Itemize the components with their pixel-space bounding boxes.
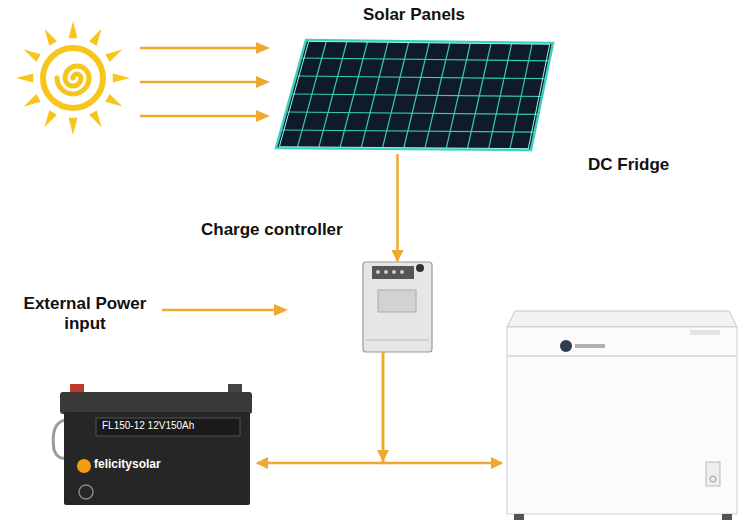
panel-grid-line <box>291 94 542 97</box>
fridge-node: DC Fridge <box>507 310 737 522</box>
arrowhead <box>256 42 270 54</box>
sun-ray <box>89 110 101 127</box>
leader-line <box>162 309 276 312</box>
flow-arrow <box>396 154 399 261</box>
panel-grid-line <box>281 130 535 132</box>
battery-body <box>64 412 250 505</box>
solar-panel-node: Solar Panels <box>272 38 555 152</box>
sun-ray <box>24 50 41 62</box>
lid-seam <box>507 355 737 357</box>
sun-ray <box>45 110 57 127</box>
input-label: External Power input <box>10 294 160 335</box>
sun-icon <box>16 21 130 135</box>
fridge-handle <box>690 330 720 335</box>
sun-ray <box>45 29 57 46</box>
fridge-lid-top <box>507 311 737 327</box>
sun-disk <box>43 48 103 108</box>
arrowhead <box>256 76 270 88</box>
fridge-foot <box>514 514 524 520</box>
solar-panel <box>276 40 553 150</box>
controller-case <box>363 262 432 352</box>
node-heading: Charge controller <box>201 220 343 240</box>
sun-ray <box>16 74 33 83</box>
panel-grid-line <box>301 58 549 61</box>
arrowhead <box>274 304 288 316</box>
sunlight-arrow <box>140 47 258 50</box>
brand-logo <box>77 459 91 473</box>
battery-node: felicitysolar FL150-12 12V150Ah <box>60 390 252 507</box>
sunlight-arrow <box>140 81 258 84</box>
sunlight-arrow <box>140 115 258 118</box>
panel-grid-line <box>296 76 546 79</box>
model-number: FL150-12 12V150Ah <box>102 420 194 432</box>
terminal <box>400 270 404 274</box>
external-power-arrow <box>162 304 288 316</box>
node-heading: DC Fridge <box>588 155 669 175</box>
flow-arrow <box>383 352 502 463</box>
sun-spiral <box>57 66 89 94</box>
sun-ray <box>105 50 122 62</box>
sun-ray <box>69 118 78 135</box>
terminal <box>392 270 396 274</box>
terminal <box>384 270 388 274</box>
fridge-illustration <box>507 311 737 520</box>
sun-ray <box>69 21 78 38</box>
flow-arrow <box>257 352 383 463</box>
brand-logo <box>560 340 572 352</box>
terminal <box>376 270 380 274</box>
junction-arrowhead <box>377 450 389 462</box>
arrowhead <box>256 110 270 122</box>
sunlight-arrows <box>140 42 270 122</box>
case-seam <box>366 340 429 341</box>
node-heading: Solar Panels <box>363 5 465 25</box>
fridge-foot <box>722 514 732 520</box>
terminal-block <box>372 266 414 279</box>
fridge-body <box>507 327 737 514</box>
panel-grid-line <box>286 112 538 114</box>
knob <box>416 264 424 272</box>
sun-ray <box>105 94 122 106</box>
control-panel <box>706 462 720 486</box>
charge-controller-node: Charge controller <box>363 262 432 352</box>
sun-ray <box>89 29 101 46</box>
battery-lid <box>60 392 252 414</box>
controller-panel <box>378 290 416 312</box>
sun-ray <box>24 94 41 106</box>
panel-inner-frame <box>279 41 549 148</box>
recycle-symbol <box>79 485 93 499</box>
control-knob <box>710 476 716 482</box>
battery-label-strip <box>96 418 240 436</box>
brand-name: felicitysolar <box>94 458 161 472</box>
sun-ray <box>113 74 130 83</box>
charge-controller-device <box>363 262 432 352</box>
panel-frame <box>276 40 553 150</box>
brand-mark <box>575 344 605 348</box>
battery-illustration <box>53 384 252 505</box>
